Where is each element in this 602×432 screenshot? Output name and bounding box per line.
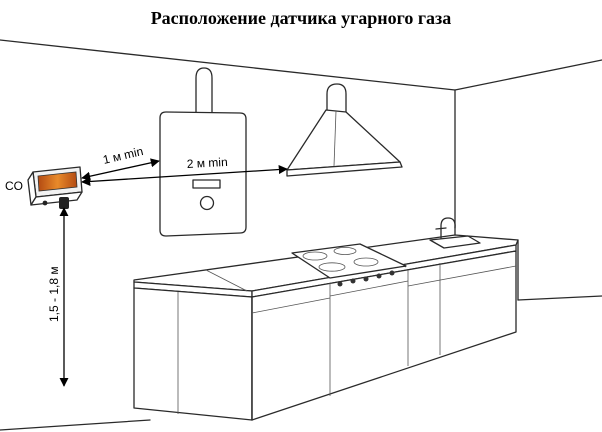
co-sensor: CO xyxy=(5,166,83,209)
boiler-knob xyxy=(199,195,215,211)
label-1m-min: 1 м min xyxy=(102,144,145,167)
cooktop xyxy=(291,243,407,287)
kitchen-cabinets xyxy=(133,250,517,421)
diagram-title: Расположение датчика угарного газа xyxy=(150,8,452,28)
room-walls xyxy=(0,39,602,431)
dimension-1m: 1 м min xyxy=(81,144,160,181)
label-height-range: 1,5 - 1,8 м xyxy=(47,266,61,322)
dimension-height: 1,5 - 1,8 м xyxy=(47,207,69,387)
label-2m-min: 2 м min xyxy=(186,155,228,171)
kitchen-hood xyxy=(286,83,403,177)
boiler-display xyxy=(192,179,221,189)
dimension-2m: 2 м min xyxy=(81,155,288,187)
oven-knobs xyxy=(337,270,395,287)
sink xyxy=(429,217,481,249)
gas-boiler xyxy=(159,67,247,237)
co-label: CO xyxy=(5,179,23,193)
